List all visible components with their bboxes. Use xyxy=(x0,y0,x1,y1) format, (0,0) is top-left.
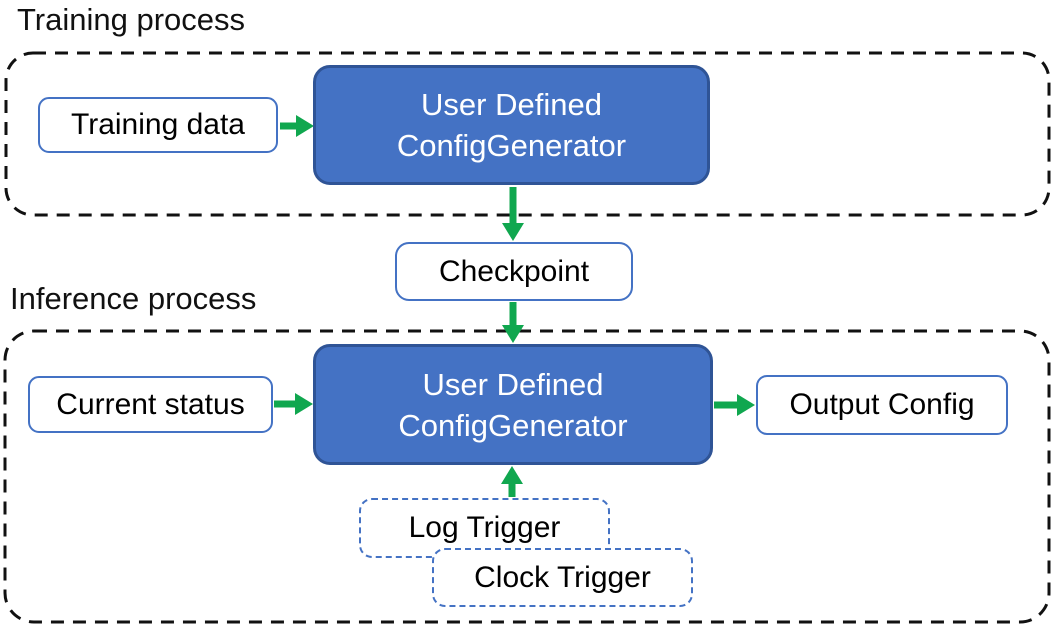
training-generator-line2: ConfigGenerator xyxy=(396,128,627,163)
clock-trigger-box: Clock Trigger xyxy=(432,548,693,607)
inference-process-container xyxy=(3,329,1051,624)
arrow-training-data-to-generator xyxy=(280,115,314,137)
arrow-generator-to-output-config xyxy=(714,394,755,416)
current-status-box: Current status xyxy=(28,376,273,433)
arrow-triggers-to-generator xyxy=(501,466,523,497)
arrow-current-status-to-generator xyxy=(274,393,313,415)
arrow-generator-to-checkpoint xyxy=(502,187,524,241)
inference-process-label: Inference process xyxy=(10,281,257,316)
training-data-box: Training data xyxy=(38,97,278,153)
output-config-box: Output Config xyxy=(756,375,1008,435)
inference-generator-line2: ConfigGenerator xyxy=(398,407,628,443)
training-process-label: Training process xyxy=(17,2,246,37)
inference-generator-line1: User Defined xyxy=(422,366,604,402)
training-config-generator-box: User Defined ConfigGenerator xyxy=(313,65,710,185)
training-process-container xyxy=(4,51,1051,217)
arrow-checkpoint-to-generator xyxy=(502,302,524,343)
inference-config-generator-box: User Defined ConfigGenerator xyxy=(313,344,713,465)
training-generator-line1: User Defined xyxy=(421,87,602,122)
checkpoint-box: Checkpoint xyxy=(395,242,633,301)
